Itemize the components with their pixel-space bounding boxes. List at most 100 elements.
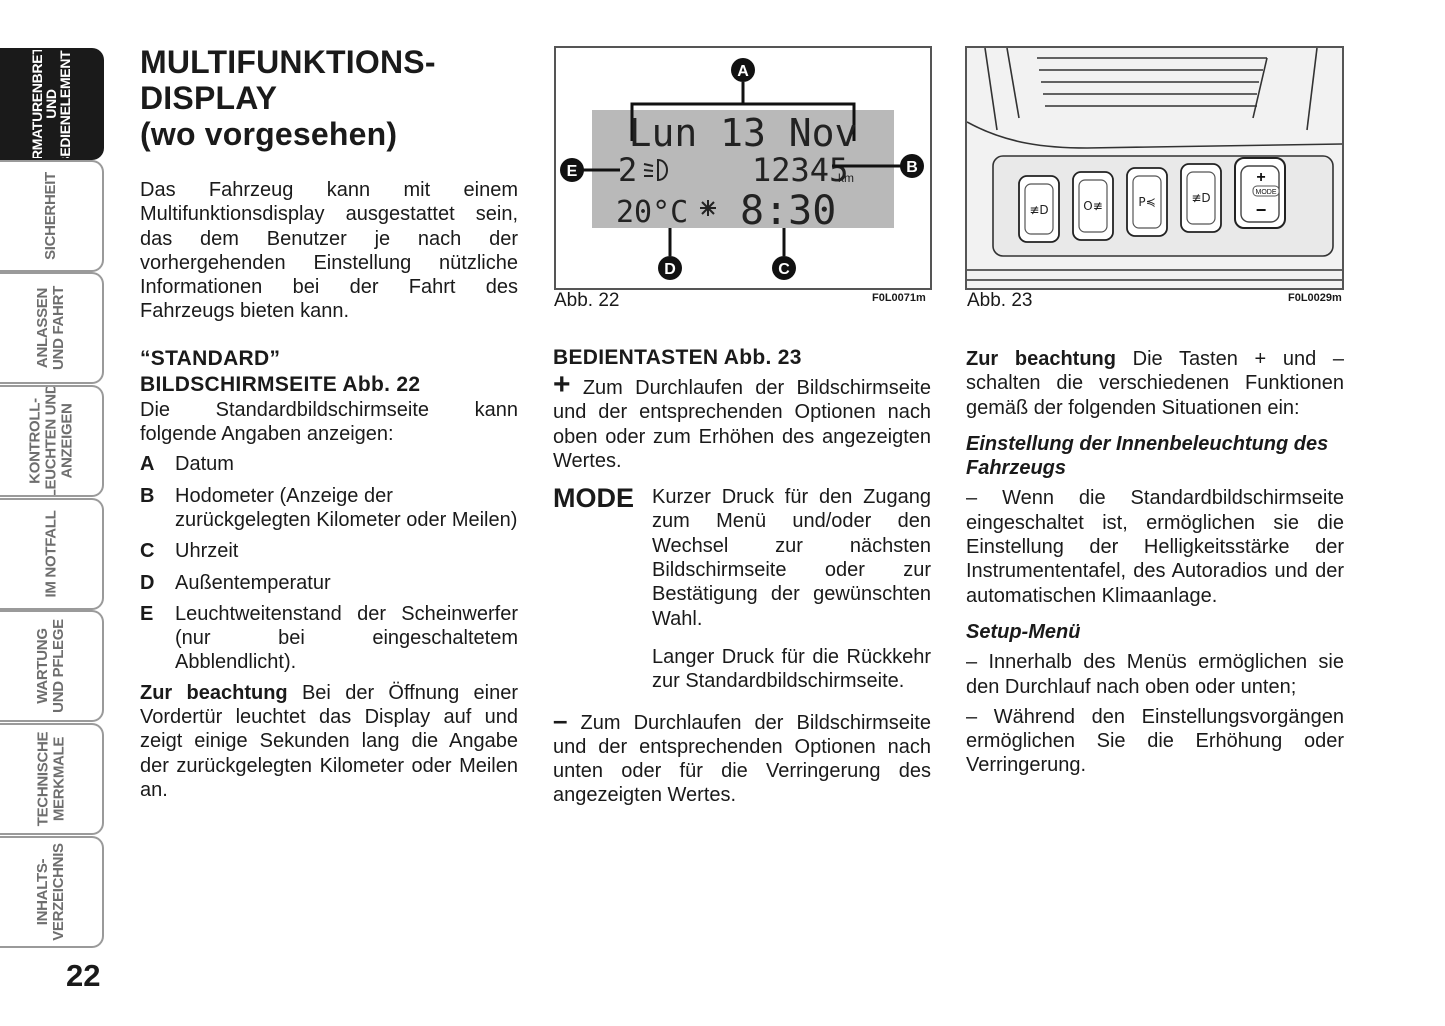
tab-kontrollleuchten[interactable]: KONTROLL- LEUCHTEN UND ANZEIGEN	[0, 385, 104, 497]
button-row: ≢D O≢ P≼ ≢D + MODE −	[1018, 157, 1286, 243]
callout-e: E	[567, 163, 578, 180]
heading-line: “STANDARD”	[140, 346, 281, 370]
minus-paragraph: – Zum Durchlaufen der Bildschirmseite un…	[553, 704, 931, 808]
figure-22-code: F0L0071m	[872, 292, 926, 304]
tab-label: TECHNISCHE MERKMALE	[33, 731, 67, 827]
rear-fog-icon: O≢	[1083, 199, 1103, 213]
item-key: C	[140, 540, 155, 563]
item-text: Uhrzeit	[175, 540, 239, 563]
lcd-time: 8:30	[740, 188, 836, 234]
figure-23-code: F0L0029m	[1288, 292, 1342, 304]
tab-label: IM NOTFALL	[42, 510, 59, 598]
lcd-panel	[592, 110, 894, 228]
tab-wartung[interactable]: WARTUNG UND PFLEGE	[0, 610, 104, 722]
figure-23-controls: ≢D O≢ P≼ ≢D + MODE −	[965, 46, 1344, 290]
parking-icon: P≼	[1138, 195, 1155, 209]
fog-icon: ≢D	[1029, 203, 1048, 217]
callout-a: A	[737, 63, 749, 80]
note-label: Zur beachtung	[966, 348, 1116, 370]
subheading: Einstellung der Innenbeleuchtung des Fah…	[966, 432, 1329, 480]
list-item: C Uhrzeit	[140, 539, 518, 563]
list-item: D Außentemperatur	[140, 571, 518, 595]
figure-23-caption: Abb. 23	[967, 290, 1033, 311]
snowflake-icon	[700, 200, 716, 216]
minus-symbol: –	[553, 704, 568, 735]
mode-long: Langer Druck für die Rückkehr zur Standa…	[652, 645, 931, 693]
lcd-odometer: 12345	[752, 151, 848, 189]
page-title: MULTIFUNKTIONS- DISPLAY (wo vorgesehen)	[140, 44, 518, 152]
item-key: B	[140, 484, 155, 507]
note-text: Bei der Öffnung einer Vordertür leuchtet…	[140, 681, 519, 801]
callout-badge	[658, 256, 682, 280]
section-heading: “STANDARD” BILDSCHIRMSEITE Abb. 22	[140, 346, 518, 398]
plus-symbol: +	[553, 368, 571, 401]
callout-c: C	[778, 261, 790, 278]
mode-descriptions: Kurzer Druck für den Zugang zum Menü und…	[652, 485, 931, 693]
note-paragraph: Zur beachtung Bei der Öffnung einer Vord…	[140, 681, 518, 802]
minus-text: Zum Durchlaufen der Bildschirmseite und …	[553, 711, 931, 807]
tab-label: INHALTS- VERZEICHNIS	[34, 843, 67, 941]
tab-inhaltsverzeichnis[interactable]: INHALTS- VERZEICHNIS	[0, 836, 104, 948]
item-text: Hodometer (Anzeige der zurückgelegten Ki…	[175, 484, 518, 531]
note-label: Zur beachtung	[140, 681, 288, 704]
lcd-date: Lun 13 Nov	[629, 111, 858, 155]
heading-line: BILDSCHIRMSEITE Abb. 22	[140, 372, 421, 396]
figure-22-display: A Lun 13 Nov 2 12345 km 20°C 8:30 E B D	[554, 46, 932, 290]
title-line: (wo vorgesehen)	[140, 116, 398, 152]
beam-icon: ≢D	[1191, 191, 1210, 205]
plus-paragraph: + Zum Durchlaufen der Bildschirmseite un…	[553, 370, 931, 473]
tab-label: ANLASSEN UND FAHRT	[34, 286, 67, 370]
tab-sicherheit[interactable]: SICHERHEIT	[0, 160, 104, 272]
title-line: MULTIFUNKTIONS-	[140, 44, 436, 80]
section-heading: BEDIENTASTEN Abb. 23	[553, 346, 802, 369]
item-text: Außentemperatur	[175, 571, 331, 594]
column-3: Zur beachtung Die Tasten + und – schalte…	[966, 347, 1344, 778]
display-illustration: A Lun 13 Nov 2 12345 km 20°C 8:30 E B D	[560, 58, 924, 280]
mode-key: MODE	[553, 483, 634, 514]
paragraph: – Innerhalb des Menüs ermöglichen sie de…	[966, 651, 1344, 698]
item-key: D	[140, 571, 155, 594]
mode-label: MODE	[1256, 189, 1277, 196]
note-text: Die Tasten + und – schalten die verschie…	[966, 348, 1344, 419]
tab-label: ARMATURENBRETT UND BEDIENELEMENTE	[29, 48, 74, 160]
plus-text: Zum Durchlaufen der Bildschirmseite und …	[553, 377, 931, 472]
tab-label: KONTROLL- LEUCHTEN UND ANZEIGEN	[26, 385, 76, 497]
note-paragraph: Zur beachtung Die Tasten + und – schalte…	[966, 347, 1344, 420]
callout-badge	[772, 256, 796, 280]
lcd-unit: km	[838, 171, 854, 185]
intro-paragraph: Das Fahrzeug kann mit einem Multifunktio…	[140, 179, 518, 323]
tab-anlassen[interactable]: ANLASSEN UND FAHRT	[0, 272, 104, 384]
callout-badge	[900, 154, 924, 178]
mode-entry: MODE Kurzer Druck für den Zugang zum Men…	[553, 485, 931, 693]
tab-label: SICHERHEIT	[42, 172, 59, 260]
item-text: Datum	[175, 453, 234, 476]
tab-armaturenbrett[interactable]: ARMATURENBRETT UND BEDIENELEMENTE	[0, 48, 104, 160]
plus-icon: +	[1256, 169, 1265, 186]
item-key: A	[140, 453, 155, 476]
list-item: E Leuchtweitenstand der Scheinwerfer (nur…	[140, 602, 518, 675]
tab-im-notfall[interactable]: IM NOTFALL	[0, 498, 104, 610]
item-key: E	[140, 602, 154, 625]
legend-list: A Datum B Hodometer (Anzeige der zurückgel…	[140, 452, 518, 674]
list-intro: Die Standardbildschirmseite kann folgend…	[140, 398, 518, 446]
minus-icon: −	[1256, 200, 1267, 220]
subheading: Setup-Menü	[966, 620, 1081, 643]
callout-d: D	[664, 261, 676, 278]
column-1: MULTIFUNKTIONS- DISPLAY (wo vorgesehen) …	[140, 44, 518, 802]
column-2: BEDIENTASTEN Abb. 23 + Zum Durchlaufen d…	[553, 345, 931, 808]
paragraph: – Während den Einstellungsvorgängen ermö…	[966, 705, 1344, 777]
lcd-level: 2	[618, 151, 637, 189]
callout-badge	[731, 58, 755, 82]
mode-short: Kurzer Druck für den Zugang zum Menü und…	[652, 486, 931, 630]
paragraph: – Wenn die Standardbildschirmseite einge…	[966, 487, 1344, 607]
page-number: 22	[66, 958, 101, 993]
controls-illustration: ≢D O≢ P≼ ≢D + MODE −	[967, 48, 1342, 281]
list-item: A Datum	[140, 452, 518, 476]
figure-22-caption: Abb. 22	[554, 290, 620, 311]
tab-technische-merkmale[interactable]: TECHNISCHE MERKMALE	[0, 723, 104, 835]
callout-b: B	[906, 159, 918, 176]
item-text: Leuchtweitenstand der Scheinwerfer (nur …	[175, 602, 518, 674]
tab-label: WARTUNG UND PFLEGE	[34, 619, 67, 713]
lcd-temp: 20°C	[616, 195, 688, 230]
list-item: B Hodometer (Anzeige der zurückgelegten K…	[140, 484, 518, 533]
